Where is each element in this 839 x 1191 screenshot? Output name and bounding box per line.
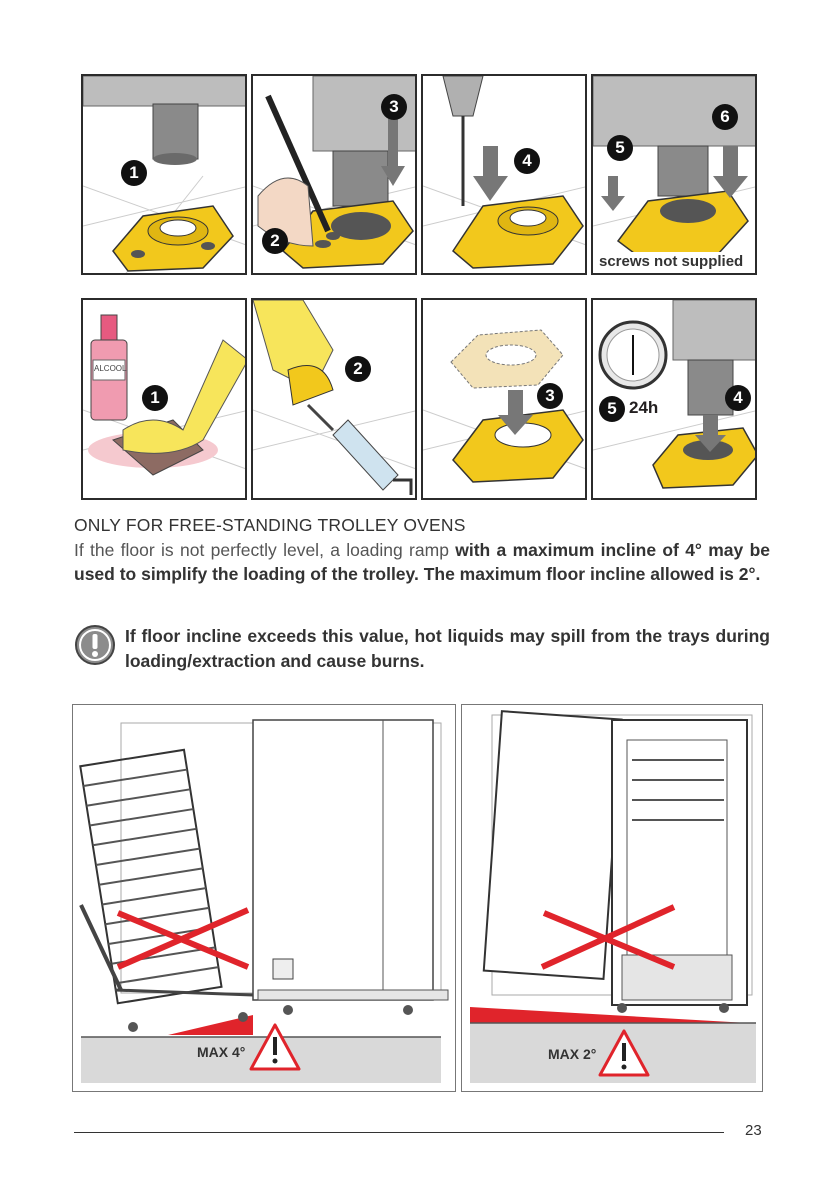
base-illustration: [83, 76, 245, 273]
page-number: 23: [745, 1122, 762, 1139]
step-panel-5: ALCOOL 1: [81, 298, 247, 500]
step-badge: 1: [142, 385, 168, 411]
step-badge: 4: [725, 385, 751, 411]
diagram-loading-ramp: MAX 4°: [72, 704, 456, 1092]
warning-block: If floor incline exceeds this value, hot…: [74, 624, 770, 676]
step-panel-7: 3: [421, 298, 587, 500]
step-badge: 2: [262, 228, 288, 254]
footer-rule: [74, 1132, 724, 1133]
curing-illustration: [593, 300, 755, 489]
step-badge: 6: [712, 104, 738, 130]
section-body: If the floor is not perfectly level, a l…: [74, 538, 770, 586]
trolley-ramp-illustration: [79, 719, 449, 1083]
gasket-placement-illustration: [423, 329, 585, 483]
drilling-illustration: [423, 76, 585, 269]
body-bold: with a maximum incline of 4° may be used…: [74, 540, 770, 584]
trolley-section: ONLY FOR FREE-STANDING TROLLEY OVENS If …: [74, 515, 770, 586]
step-badge: 3: [537, 383, 563, 409]
step-panel-4: 5 6 screws not supplied: [591, 74, 757, 275]
step-badge: 1: [121, 160, 147, 186]
step-panel-2: 2 3: [251, 74, 417, 275]
step-panel-1: 1: [81, 74, 247, 275]
max-incline-label: MAX 2°: [548, 1046, 597, 1062]
silicone-illustration: [253, 300, 415, 495]
section-title: ONLY FOR FREE-STANDING TROLLEY OVENS: [74, 515, 466, 535]
time-label: 24h: [629, 398, 659, 417]
cleaning-illustration: [83, 314, 245, 476]
oven-floor-illustration: [470, 710, 756, 1083]
step-badge: 4: [514, 148, 540, 174]
step-badge: 5: [607, 135, 633, 161]
step-panel-3: 4: [421, 74, 587, 275]
step-badge: 5: [599, 396, 625, 422]
pencil-marking-illustration: [253, 76, 415, 269]
caption-screws: screws not supplied: [597, 252, 746, 271]
step-panel-6: 2: [251, 298, 417, 500]
exclamation-circle-icon: [75, 625, 115, 665]
step-badge: 3: [381, 94, 407, 120]
bottle-label: ALCOOL: [94, 364, 127, 373]
diagram-floor-incline: MAX 2°: [461, 704, 763, 1092]
step-panel-8: 5 24h 4: [591, 298, 757, 500]
body-plain: If the floor is not perfectly level, a l…: [74, 540, 456, 560]
max-incline-label: MAX 4°: [197, 1044, 246, 1060]
warning-text: If floor incline exceeds this value, hot…: [125, 626, 770, 671]
step-badge: 2: [345, 356, 371, 382]
